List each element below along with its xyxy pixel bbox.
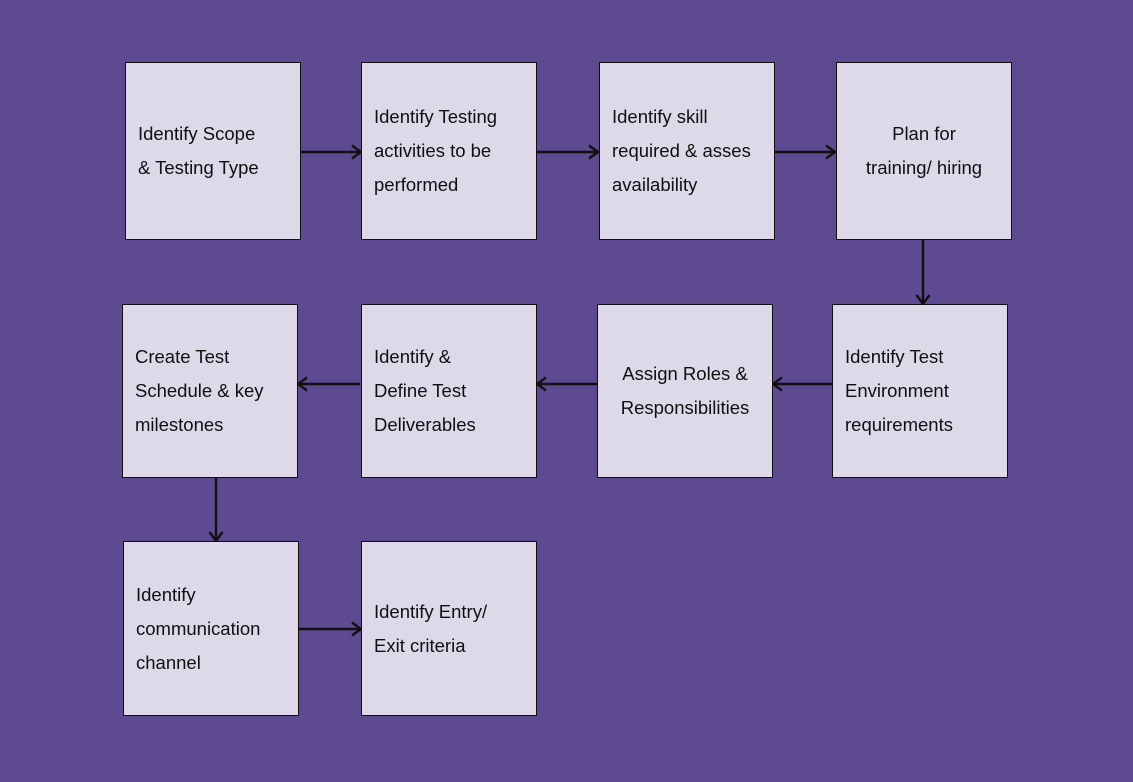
process-node-label: Create Test Schedule & key milestones	[135, 346, 264, 435]
arrow-n5-to-n6	[770, 375, 832, 393]
process-node-n4[interactable]: Plan for training/ hiring	[836, 62, 1012, 240]
arrow-n8-to-n9	[207, 477, 225, 544]
process-node-n2[interactable]: Identify Testing activities to be perfor…	[361, 62, 537, 240]
arrow-n3-to-n4	[775, 143, 838, 161]
process-node-n7[interactable]: Identify & Define Test Deliverables	[361, 304, 537, 478]
process-node-n5[interactable]: Identify Test Environment requirements	[832, 304, 1008, 478]
arrow-n4-to-n5	[914, 240, 932, 307]
process-node-label: Identify communication channel	[136, 583, 261, 673]
arrow-n2-to-n3	[537, 143, 601, 161]
process-node-n3[interactable]: Identify skill required & asses availabi…	[599, 62, 775, 240]
arrow-n6-to-n7	[534, 375, 597, 393]
arrow-n7-to-n8	[295, 375, 360, 393]
process-node-n8[interactable]: Create Test Schedule & key milestones	[122, 304, 298, 478]
process-node-n9[interactable]: Identify communication channel	[123, 541, 299, 716]
process-node-label: Plan for training/ hiring	[865, 123, 983, 178]
process-node-label: Identify Test Environment requirements	[845, 346, 953, 435]
process-node-n1[interactable]: Identify Scope & Testing Type	[125, 62, 301, 240]
process-node-n10[interactable]: Identify Entry/ Exit criteria	[361, 541, 537, 716]
process-node-label: Identify & Define Test Deliverables	[374, 346, 476, 435]
process-node-label: Identify Entry/ Exit criteria	[374, 600, 488, 656]
process-node-label: Identify Testing activities to be perfor…	[374, 106, 498, 195]
arrow-n1-to-n2	[301, 143, 364, 161]
process-node-n6[interactable]: Assign Roles & Responsibilities	[597, 304, 773, 478]
arrow-n9-to-n10	[299, 620, 364, 638]
process-node-label: Assign Roles & Responsibilities	[620, 363, 750, 418]
process-node-label: Identify skill required & asses availabi…	[612, 106, 751, 195]
process-node-label: Identify Scope & Testing Type	[138, 123, 259, 178]
